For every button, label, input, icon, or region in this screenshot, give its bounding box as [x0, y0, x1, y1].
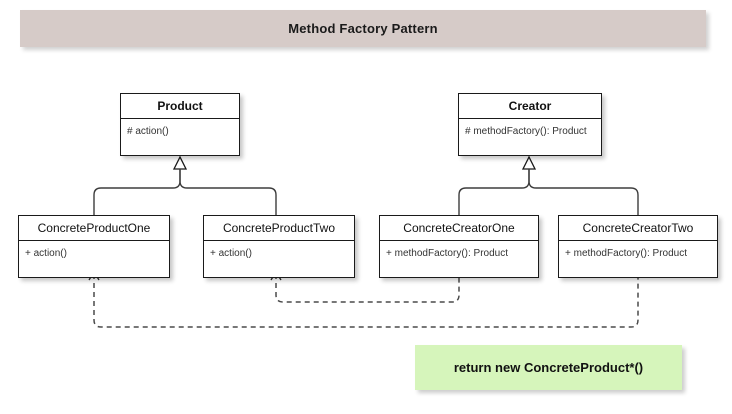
member-concrete-product-one-action: + action() — [25, 248, 67, 259]
class-box-concrete-product-one[interactable]: ConcreteProductOne + action() — [18, 215, 170, 278]
class-members-product: # action() — [121, 119, 239, 138]
member-concrete-creator-two-method-factory: + methodFactory(): Product — [565, 248, 687, 259]
class-name-product: Product — [121, 94, 239, 119]
member-product-action: # action() — [127, 126, 169, 137]
class-name-creator: Creator — [459, 94, 601, 119]
class-members-creator: # methodFactory(): Product — [459, 119, 601, 138]
class-members-concrete-creator-one: + methodFactory(): Product — [380, 241, 538, 260]
class-box-concrete-product-two[interactable]: ConcreteProductTwo + action() — [203, 215, 355, 278]
class-members-concrete-product-two: + action() — [204, 241, 354, 260]
class-box-product[interactable]: Product # action() — [120, 93, 240, 156]
generalization-product — [93, 155, 277, 215]
class-name-concrete-creator-one: ConcreteCreatorOne — [380, 216, 538, 241]
diagram-title-bar: Method Factory Pattern — [20, 10, 706, 47]
class-name-concrete-product-two: ConcreteProductTwo — [204, 216, 354, 241]
class-box-concrete-creator-one[interactable]: ConcreteCreatorOne + methodFactory(): Pr… — [379, 215, 539, 278]
class-box-concrete-creator-two[interactable]: ConcreteCreatorTwo + methodFactory(): Pr… — [558, 215, 718, 278]
class-members-concrete-creator-two: + methodFactory(): Product — [559, 241, 717, 260]
generalization-creator — [458, 155, 639, 215]
note-text: return new ConcreteProduct*() — [453, 360, 644, 375]
note-box-return-statement[interactable]: return new ConcreteProduct*() — [415, 345, 682, 390]
member-creator-method-factory: # methodFactory(): Product — [465, 126, 587, 137]
member-concrete-creator-one-method-factory: + methodFactory(): Product — [386, 248, 508, 259]
class-name-concrete-creator-two: ConcreteCreatorTwo — [559, 216, 717, 241]
class-members-concrete-product-one: + action() — [19, 241, 169, 260]
class-box-creator[interactable]: Creator # methodFactory(): Product — [458, 93, 602, 156]
member-concrete-product-two-action: + action() — [210, 248, 252, 259]
class-name-concrete-product-one: ConcreteProductOne — [19, 216, 169, 241]
dependency-creator-two-to-product-one — [88, 270, 639, 328]
page-title: Method Factory Pattern — [288, 21, 438, 36]
